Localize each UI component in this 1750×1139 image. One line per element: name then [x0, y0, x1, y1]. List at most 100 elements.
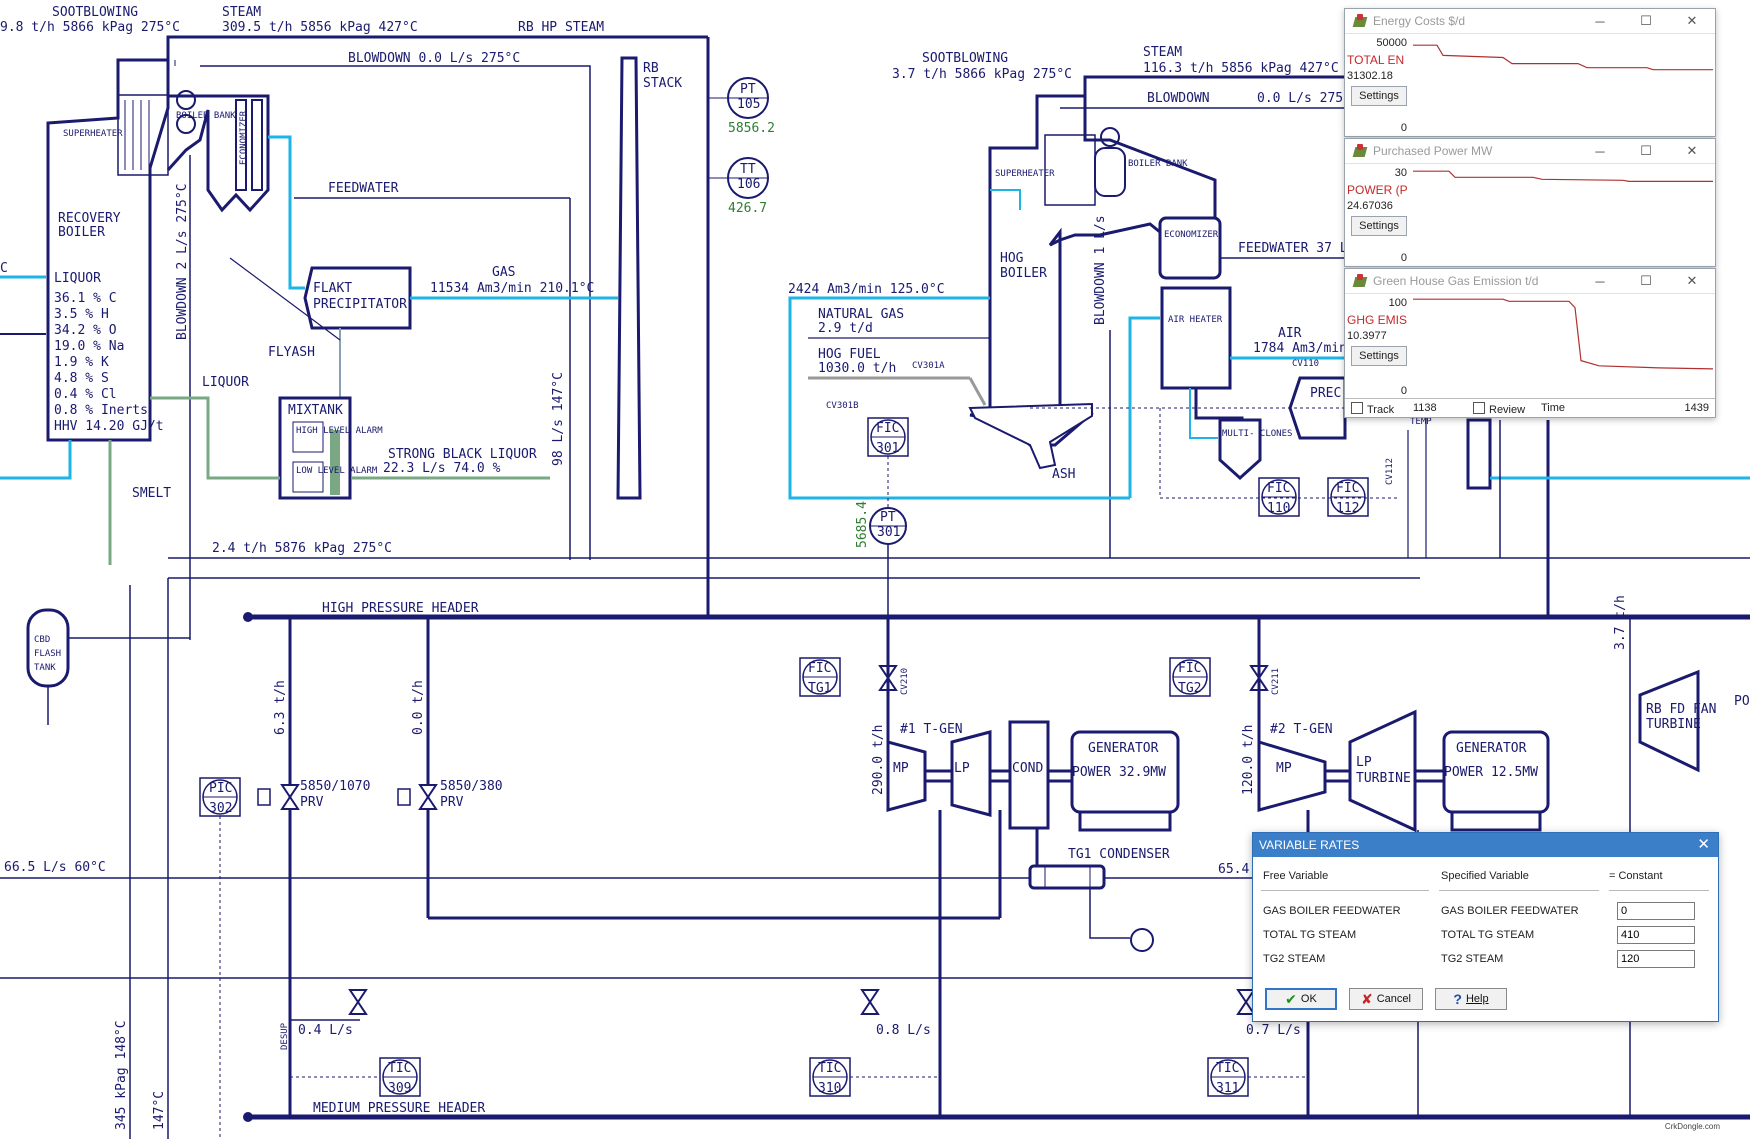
generator-1[interactable]: [1048, 730, 1180, 832]
prec-unit[interactable]: [1288, 376, 1347, 440]
desup-valve-2[interactable]: [860, 989, 880, 1015]
review-checkbox[interactable]: Review: [1473, 402, 1525, 416]
condensate-pump[interactable]: [1130, 928, 1154, 952]
minimize-icon[interactable]: ─: [1595, 143, 1605, 159]
track-checkbox[interactable]: Track: [1351, 402, 1394, 416]
multiclones[interactable]: [1218, 418, 1262, 481]
prv2-valve[interactable]: [397, 784, 438, 810]
rb-stack[interactable]: [616, 56, 642, 500]
hog-sootblowing-label: SOOTBLOWING: [922, 51, 1008, 66]
close-icon[interactable]: ✕: [1686, 273, 1698, 288]
free-variable-row[interactable]: TG2 STEAM: [1263, 953, 1326, 965]
dialog-titlebar[interactable]: VARIABLE RATES ✕: [1253, 833, 1718, 857]
v654-label: 65.4: [1218, 862, 1249, 877]
trend-titlebar[interactable]: Purchased Power MW ─ ☐ ✕: [1345, 139, 1715, 164]
free-variable-row[interactable]: GAS BOILER FEEDWATER: [1263, 905, 1401, 917]
fic-tg2-instrument[interactable]: [1169, 657, 1211, 697]
hog-boiler[interactable]: [968, 94, 1217, 470]
liquor-line: 1.9 % K: [54, 355, 109, 370]
liquor-line: HHV 14.20 GJ/t: [54, 419, 164, 434]
fic110-instrument[interactable]: [1258, 477, 1300, 517]
fic-tg1-instrument[interactable]: [799, 657, 841, 697]
specified-variable-row[interactable]: TG2 STEAM: [1441, 953, 1504, 965]
fic112-instrument[interactable]: [1327, 477, 1369, 517]
mixtank[interactable]: [278, 396, 352, 500]
fic301-tag: FIC: [876, 421, 899, 436]
flakt-label: FLAKT: [313, 281, 352, 296]
trend-window-ghg-emission[interactable]: Green House Gas Emission t/d ─ ☐ ✕ 100 G…: [1344, 268, 1716, 418]
constant-input[interactable]: [1617, 950, 1695, 968]
flyash-label: FLYASH: [268, 345, 315, 360]
tic310-instrument[interactable]: [809, 1057, 851, 1097]
fic-tg1-tag: FIC: [808, 661, 831, 676]
recovery-boiler[interactable]: [46, 58, 270, 442]
trend-settings-button[interactable]: Settings: [1351, 86, 1407, 106]
fic301-instrument[interactable]: [867, 417, 909, 457]
strong-black-liquor-value: 22.3 L/s 74.0 %: [383, 461, 501, 476]
air-heater[interactable]: [1160, 286, 1232, 390]
tg1-condenser[interactable]: [1028, 864, 1106, 890]
trend-titlebar[interactable]: Energy Costs $/d ─ ☐ ✕: [1345, 9, 1715, 34]
rb-fd-fan-label: RB FD FAN: [1646, 702, 1716, 717]
specified-variable-row[interactable]: GAS BOILER FEEDWATER: [1441, 905, 1579, 917]
constant-input[interactable]: [1617, 902, 1695, 920]
rb-steam-value: 309.5 t/h 5856 kPag 427°C: [222, 20, 418, 35]
tgen1-turbine[interactable]: [886, 720, 1050, 830]
divider: [1609, 890, 1709, 891]
specified-variable-row[interactable]: TOTAL TG STEAM: [1441, 929, 1535, 941]
close-icon[interactable]: ✕: [1686, 13, 1698, 28]
close-icon[interactable]: ✕: [1697, 836, 1710, 853]
pic302-instrument[interactable]: [199, 777, 241, 817]
tgen1-lp: LP: [954, 761, 970, 776]
cbd-flash-tank[interactable]: [26, 608, 70, 688]
variable-rates-dialog[interactable]: VARIABLE RATES ✕ Free Variable Specified…: [1252, 832, 1719, 1022]
hog-economizer-label: ECONOMIZER: [1164, 230, 1219, 240]
generator-2[interactable]: [1415, 730, 1550, 832]
ok-button[interactable]: ✔ OK: [1265, 988, 1337, 1010]
close-icon[interactable]: ✕: [1686, 143, 1698, 158]
cancel-button[interactable]: ✘ Cancel: [1349, 988, 1423, 1010]
trend-tag-name: POWER (P: [1347, 183, 1408, 197]
high-level-alarm: HIGH LEVEL ALARM: [296, 426, 383, 436]
tgen2-turbine[interactable]: [1257, 709, 1417, 833]
tic311-instrument[interactable]: [1207, 1057, 1249, 1097]
fic-tg2-tag: FIC: [1178, 661, 1201, 676]
prv1-label: 5850/1070: [300, 779, 370, 794]
trend-title: Green House Gas Emission t/d: [1373, 274, 1539, 288]
rb-stack-label-2: STACK: [643, 76, 682, 91]
trend-plot: [1413, 298, 1713, 370]
help-button[interactable]: ? Help: [1435, 988, 1507, 1010]
minimize-icon[interactable]: ─: [1595, 13, 1605, 29]
prv1-valve[interactable]: [257, 784, 300, 810]
minimize-icon[interactable]: ─: [1595, 273, 1605, 289]
trend-app-icon: [1353, 144, 1367, 158]
hog-economizer[interactable]: [1158, 216, 1222, 280]
maximize-icon[interactable]: ☐: [1640, 273, 1652, 288]
maximize-icon[interactable]: ☐: [1640, 13, 1652, 28]
recovery-boiler-label-2: BOILER: [58, 225, 105, 240]
constant-input[interactable]: [1617, 926, 1695, 944]
trend-ymax: 30: [1394, 167, 1407, 179]
trend-titlebar[interactable]: Green House Gas Emission t/d ─ ☐ ✕: [1345, 269, 1715, 294]
trend-settings-button[interactable]: Settings: [1351, 346, 1407, 366]
cancel-x-icon: ✘: [1361, 990, 1373, 1007]
c-fragment: C: [0, 261, 8, 276]
fic301-number: 301: [876, 441, 899, 456]
rb-fd-fan-turbine[interactable]: [1638, 669, 1700, 773]
maximize-icon[interactable]: ☐: [1640, 143, 1652, 158]
trend-settings-button[interactable]: Settings: [1351, 216, 1407, 236]
tgen1-label: #1 T-GEN: [900, 722, 963, 737]
hog-blowdown-vertical: BLOWDOWN 1 L/s: [1093, 215, 1108, 325]
col-constant: = Constant: [1609, 870, 1663, 882]
desup-valve-1[interactable]: [348, 989, 368, 1015]
trend-window-energy-costs[interactable]: Energy Costs $/d ─ ☐ ✕ 50000 TOTAL EN 31…: [1344, 8, 1716, 137]
free-variable-row[interactable]: TOTAL TG STEAM: [1263, 929, 1357, 941]
trend-window-purchased-power[interactable]: Purchased Power MW ─ ☐ ✕ 30 POWER (P 24.…: [1344, 138, 1716, 267]
dialog-title: VARIABLE RATES: [1259, 838, 1360, 852]
tic311-tag: TIC: [1216, 1061, 1239, 1076]
desup-valve-3[interactable]: [1236, 989, 1256, 1015]
gas-label: GAS: [492, 265, 515, 280]
tic309-instrument[interactable]: [379, 1057, 421, 1097]
liquor-line: 0.8 % Inerts: [54, 403, 148, 418]
flakt-precipitator[interactable]: [303, 266, 412, 330]
